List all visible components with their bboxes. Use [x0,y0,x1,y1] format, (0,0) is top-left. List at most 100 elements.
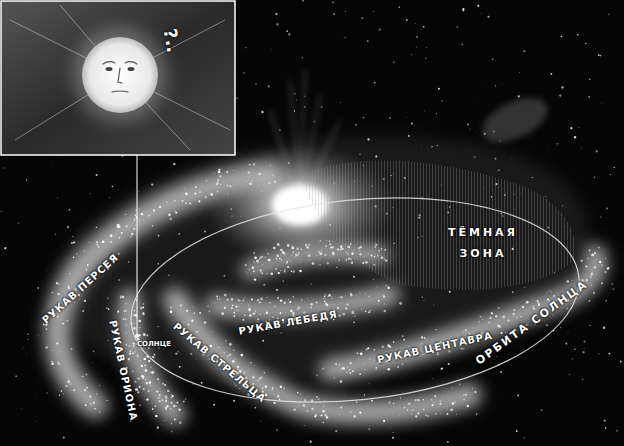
arm-star [291,310,293,312]
arm-star [350,294,352,296]
arm-star [51,361,52,362]
star [559,94,561,96]
star [438,88,440,90]
arm-star [384,303,385,304]
arm-star [571,280,573,282]
star [411,123,413,125]
arm-star [159,401,160,402]
arm-star [407,409,408,410]
arm-star [170,394,172,396]
star [561,86,563,88]
arm-star [235,306,237,308]
arm-star [250,362,252,364]
arm-star [322,422,324,424]
arm-star [133,345,135,347]
arm-star [280,386,282,388]
arm-star [131,233,134,236]
arm-star [337,304,339,306]
arm-star [126,324,127,325]
arm-star [326,304,328,306]
arm-star [100,242,101,243]
arm-star [424,337,426,339]
arm-star [270,272,273,275]
star [369,383,370,384]
arm-star [427,415,429,417]
arm-star [280,312,282,314]
arm-star [139,219,141,221]
arm-star [354,315,355,316]
arm-star [65,385,67,387]
arm-star [174,418,176,420]
arm-star [462,331,463,332]
arm-star [198,200,200,202]
star [22,348,24,350]
arm-star [172,395,174,397]
arm-star [331,296,332,297]
arm-star [248,308,251,311]
arm-star [211,331,213,333]
arm-star [599,261,601,263]
star [557,143,558,144]
arm-star [157,378,159,380]
arm-star [526,301,528,303]
arm-star [400,397,401,398]
arm-star [150,371,151,372]
arm-star [513,309,515,311]
arm-star [248,367,250,369]
arm-star [149,381,151,383]
star [456,26,458,28]
star [304,425,306,427]
arm-star [176,415,178,417]
arm-star [146,382,149,385]
star [495,85,497,87]
arm-star [355,294,357,296]
star [501,83,503,85]
arm-star [244,314,246,316]
star [26,179,27,180]
arm-star [269,266,271,268]
arm-star [158,397,160,399]
star [296,99,297,100]
arm-star [196,331,198,333]
arm-star [224,307,226,309]
arm-star [218,347,219,348]
arm-star [277,395,279,397]
arm-star [280,300,283,303]
star [517,394,519,396]
arm-star [266,296,268,298]
arm-star [139,386,141,388]
arm-star [164,384,166,386]
star [302,0,304,2]
arm-star [277,297,279,299]
arm-star [231,307,233,309]
arm-star [389,346,391,348]
arm-star [195,175,197,177]
arm-star [148,215,150,217]
star [157,427,159,429]
arm-star [159,206,161,208]
arm-star [129,353,131,355]
arm-star [232,305,234,307]
star [541,409,543,411]
star [606,208,608,210]
star [577,34,579,36]
arm-star [128,334,130,336]
arm-star [340,407,342,409]
star [230,384,232,386]
arm-star [199,191,201,193]
arm-star [240,300,242,302]
arm-star [345,308,347,310]
arm-star [144,364,146,366]
arm-star [299,270,302,273]
arm-star [171,423,172,424]
arm-star [266,312,268,314]
star [389,117,391,119]
arm-star [516,317,518,319]
arm-star [342,313,345,316]
arm-star [421,336,423,338]
arm-star [446,413,448,415]
arm-star [297,392,298,393]
arm-star [353,310,354,311]
arm-star [346,372,347,373]
